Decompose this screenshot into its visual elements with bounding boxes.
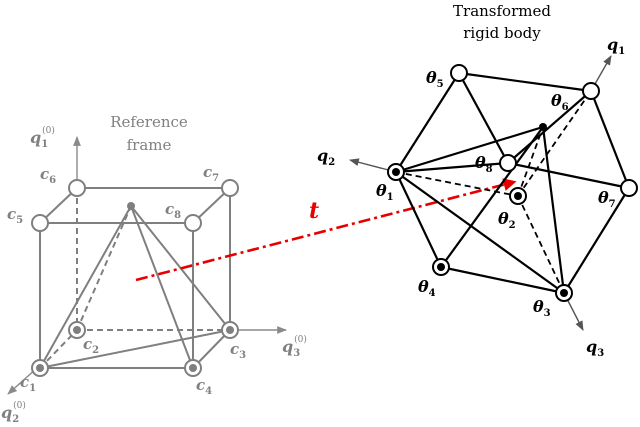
tf-title-line1: Transformed — [453, 2, 551, 20]
ref-axis-q1-label: q1(0) — [30, 125, 55, 150]
translation-arrow — [135, 178, 517, 282]
ref-axis-q2-label: q2(0) — [1, 400, 26, 425]
tf-tetrahedron — [395, 125, 566, 294]
tf-axis-q1-label: q1 — [607, 35, 625, 57]
translation-vector: t — [135, 178, 517, 282]
transformed-body: Transformed rigid body q1 q2 q3 θ1 θ2 θ3… — [317, 2, 638, 359]
tf-nodes — [387, 64, 638, 302]
tf-label-theta7: θ7 — [598, 188, 616, 210]
svg-text:frame: frame — [127, 136, 172, 154]
reference-frame: Reference frame q1(0) q3(0) q2(0) c1 c2 … — [1, 113, 307, 425]
tf-title-line2: rigid body — [463, 24, 541, 42]
tf-label-theta5: θ5 — [426, 68, 444, 90]
ref-label-c5: c5 — [7, 205, 23, 226]
tf-node-theta7 — [620, 179, 638, 197]
ref-centroid — [127, 202, 135, 210]
tf-node-theta6 — [582, 82, 600, 100]
tf-label-theta1: θ1 — [376, 181, 394, 203]
ref-node-c5 — [31, 214, 49, 232]
ref-node-c6 — [68, 179, 86, 197]
ref-tetrahedron — [39, 205, 231, 369]
tf-centroid — [539, 123, 547, 131]
tf-label-theta4: θ4 — [418, 277, 436, 299]
tf-body-edges — [395, 71, 631, 295]
ref-axis-q3-label: q3(0) — [282, 334, 307, 359]
ref-nodes — [31, 179, 239, 377]
tf-node-theta5 — [450, 64, 468, 82]
ref-label-c6: c6 — [40, 165, 56, 186]
tf-label-theta3: θ3 — [533, 297, 551, 319]
tf-axis-q2-label: q2 — [317, 146, 335, 168]
tf-label-theta6: θ6 — [551, 91, 569, 113]
svg-text:Transformed: Transformed — [453, 2, 551, 20]
ref-label-c4: c4 — [196, 376, 212, 397]
ref-node-c7 — [221, 179, 239, 197]
ref-node-c8 — [184, 214, 202, 232]
ref-label-c3: c3 — [230, 340, 246, 361]
translation-label: t — [309, 198, 319, 224]
tf-label-theta2: θ2 — [498, 209, 516, 231]
tf-axis-q3-label: q3 — [586, 337, 604, 359]
svg-text:rigid body: rigid body — [463, 24, 541, 42]
ref-title-line1: Reference — [110, 113, 188, 131]
ref-title-line2: frame — [127, 136, 172, 154]
tf-node-theta8 — [499, 154, 517, 172]
ref-label-c7: c7 — [203, 163, 219, 184]
svg-text:Reference: Reference — [110, 113, 188, 131]
tf-label-theta8: θ8 — [475, 153, 493, 175]
ref-label-c8: c8 — [165, 200, 181, 221]
ref-label-c1: c1 — [20, 373, 36, 394]
ref-label-c2: c2 — [83, 335, 99, 356]
